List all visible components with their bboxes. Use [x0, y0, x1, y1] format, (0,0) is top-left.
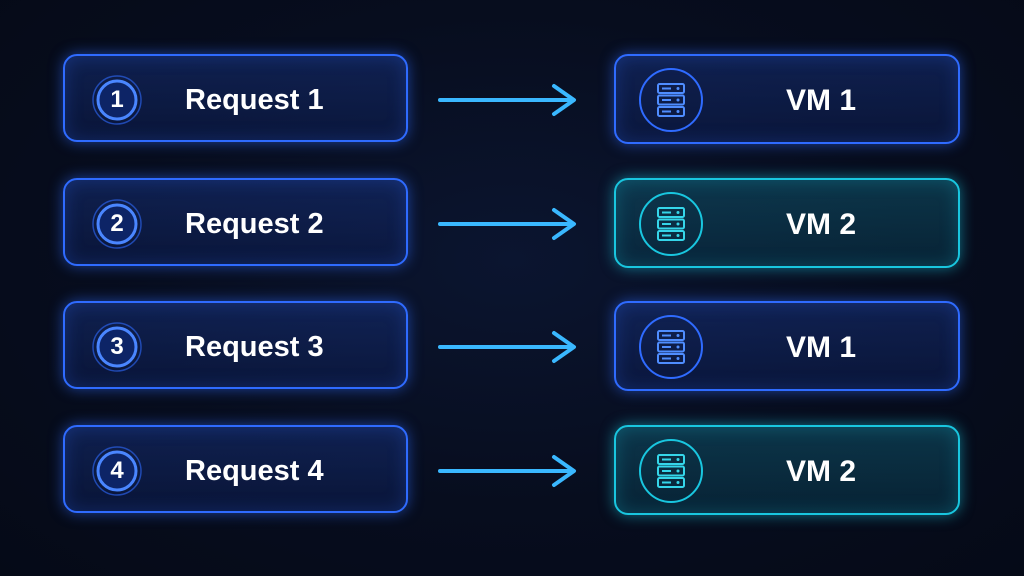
- arrow-right-icon: [438, 331, 576, 363]
- arrow-right-icon: [438, 84, 576, 116]
- request-label: Request 4: [185, 455, 324, 487]
- server-rack-icon: [639, 68, 703, 132]
- request-number: 2: [110, 210, 124, 237]
- vm-box: VM 1: [614, 54, 960, 144]
- number-circle-icon: 3: [90, 320, 144, 374]
- vm-label: VM 1: [785, 84, 857, 117]
- request-box: 2 Request 2: [63, 178, 408, 266]
- request-number: 1: [110, 86, 124, 113]
- routing-row: 2 Request 2 VM 2: [0, 178, 1024, 270]
- arrow-right-icon: [438, 455, 576, 487]
- vm-label: VM 2: [785, 455, 857, 488]
- vm-box: VM 1: [614, 301, 960, 391]
- vm-label: VM 2: [785, 208, 857, 241]
- routing-row: 4 Request 4 VM 2: [0, 425, 1024, 517]
- arrow-right-icon: [438, 208, 576, 240]
- request-box: 4 Request 4: [63, 425, 408, 513]
- routing-row: 3 Request 3 VM 1: [0, 301, 1024, 393]
- server-rack-icon: [639, 192, 703, 256]
- routing-row: 1 Request 1 VM 1: [0, 54, 1024, 146]
- number-circle-icon: 1: [90, 73, 144, 127]
- number-circle-icon: 4: [90, 444, 144, 498]
- server-rack-icon: [639, 315, 703, 379]
- vm-box: VM 2: [614, 425, 960, 515]
- request-label: Request 2: [185, 208, 324, 240]
- vm-label: VM 1: [785, 331, 857, 364]
- request-number: 4: [110, 457, 124, 484]
- request-box: 1 Request 1: [63, 54, 408, 142]
- request-label: Request 3: [185, 331, 324, 363]
- request-box: 3 Request 3: [63, 301, 408, 389]
- number-circle-icon: 2: [90, 197, 144, 251]
- request-label: Request 1: [185, 84, 324, 116]
- server-rack-icon: [639, 439, 703, 503]
- request-number: 3: [110, 333, 124, 360]
- vm-box: VM 2: [614, 178, 960, 268]
